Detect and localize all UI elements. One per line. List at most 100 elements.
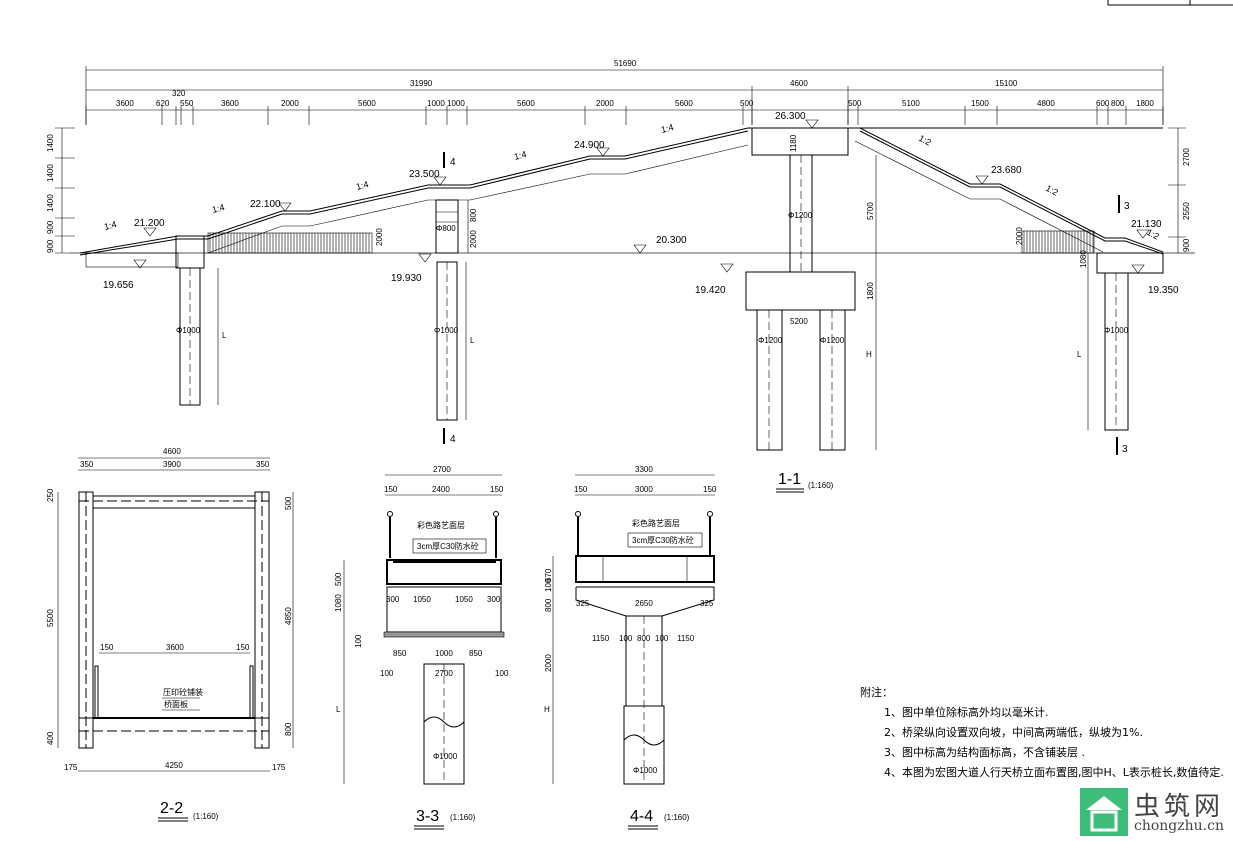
fence-height: 2000 — [1015, 227, 1024, 245]
elev-24900: 24.900 — [574, 140, 605, 151]
pile-dia-label: Φ1000 — [176, 326, 201, 335]
dim-seg: 3600 — [116, 99, 134, 108]
dim: 2000 — [544, 654, 553, 672]
elevation-triangle-icon — [418, 253, 432, 263]
label-deck: 桥面板 — [164, 699, 188, 709]
pier-dia-label: Φ1200 — [788, 211, 813, 220]
dim: 300 — [487, 595, 501, 604]
dim: 1150 — [677, 634, 695, 643]
dim: 850 — [469, 649, 483, 658]
elev-23680: 23.680 — [991, 165, 1022, 176]
pier-dia-label: Φ800 — [436, 224, 456, 233]
dim-seg: 620 — [156, 99, 170, 108]
dim-h: 900 — [1182, 238, 1191, 252]
dim: 800 — [544, 598, 553, 612]
dim-right: 15100 — [995, 79, 1018, 88]
dim: 4250 — [165, 761, 183, 770]
fence-bars — [209, 233, 370, 253]
pile-dia-label: Φ1000 — [434, 326, 459, 335]
label-layer: 3cm厚C30防水砼 — [417, 541, 479, 551]
slope-label: 1:4 — [103, 219, 118, 232]
left-stair-ramp — [79, 127, 1163, 268]
dim: 3000 — [635, 485, 653, 494]
note-item: 2、桥梁纵向设置双向坡，中间高两端低，纵坡为1%. — [884, 726, 1143, 739]
dim-w: 5200 — [790, 317, 808, 326]
watermark-logo: 虫筑网 chongzhu.cn — [1080, 788, 1230, 838]
dim-h: 1800 — [866, 282, 875, 300]
dim: 1050 — [455, 595, 473, 604]
dim: 500 — [334, 572, 343, 586]
house-icon — [1080, 788, 1128, 836]
dim-h: 800 — [469, 208, 478, 222]
elev-19420: 19.420 — [695, 285, 726, 296]
dim: 100 — [354, 634, 363, 648]
elevation-triangle-icon — [143, 227, 157, 237]
dim: 670 — [544, 568, 553, 582]
elevation-triangle-icon — [805, 119, 819, 129]
slope-label: 1:4 — [211, 202, 226, 215]
section-4-4: 3300 150 3000 150 彩色路艺面层 3cm厚C30防水砼 325 … — [544, 465, 717, 830]
dim-seg: 550 — [180, 99, 194, 108]
top-dimensions: 51690 31990 4600 15100 3600 620 320 550 … — [85, 59, 1164, 125]
dim-h: 1400 — [46, 134, 55, 152]
watermark-url: chongzhu.cn — [1134, 818, 1224, 834]
dim-h: 1400 — [46, 164, 55, 182]
elev-26300: 26.300 — [775, 111, 806, 122]
dim: 150 — [490, 485, 504, 494]
dim: 1080 — [334, 594, 343, 612]
view-title: 3-3 — [416, 808, 439, 825]
dim: 800 — [637, 634, 651, 643]
view-scale: (1:160) — [450, 813, 476, 822]
label-layer: 3cm厚C30防水砼 — [632, 535, 694, 545]
dim: 350 — [80, 460, 94, 469]
dim-seg: 5600 — [675, 99, 693, 108]
dim-seg: 3600 — [221, 99, 239, 108]
elevation-triangle-icon — [633, 244, 647, 254]
view-scale: (1:160) — [193, 812, 219, 821]
elev-23500: 23.500 — [409, 169, 440, 180]
dim: 2700 — [433, 465, 451, 474]
elev-22100: 22.100 — [250, 199, 281, 210]
note-item: 1、图中单位除标高外均以毫米计. — [884, 706, 1049, 719]
dim-seg: 5100 — [902, 99, 920, 108]
dim: 325 — [700, 599, 714, 608]
left-abutment: Φ1000 L — [175, 235, 227, 406]
dim-h: 2000 — [469, 230, 478, 248]
slope-label: 1:4 — [660, 122, 675, 135]
dim: 3900 — [163, 460, 181, 469]
dim: 400 — [46, 731, 55, 745]
elevation-triangle-icon — [433, 176, 447, 186]
dim: 325 — [576, 599, 590, 608]
pile-dia-label: Φ1000 — [433, 752, 458, 761]
dim-h: 2700 — [1182, 148, 1191, 166]
section-mark-3-bottom: 3 — [1122, 444, 1128, 455]
notes-heading: 附注： — [860, 686, 893, 699]
watermark-name: 虫筑网 — [1134, 792, 1225, 822]
pile-length-label: L — [336, 705, 341, 714]
slope-label: 1:4 — [513, 149, 528, 162]
dim: 150 — [703, 485, 717, 494]
label-surface: 彩色路艺面层 — [632, 518, 680, 528]
left-height-dims: 1400 1400 1400 900 900 — [46, 127, 75, 254]
fence-bars — [1023, 231, 1094, 253]
elev-21130: 21.130 — [1131, 219, 1162, 230]
dim: 1050 — [413, 595, 431, 604]
dim-h: 900 — [46, 239, 55, 253]
elevation-view: 51690 31990 4600 15100 3600 620 320 550 … — [46, 59, 1195, 493]
dim: 250 — [46, 488, 55, 502]
dim-seg: 800 — [1111, 99, 1125, 108]
pile-length-label: H — [866, 350, 872, 359]
dim-seg: 1000 — [427, 99, 445, 108]
railing-fence-left — [207, 232, 373, 254]
dim-seg: 320 — [172, 89, 186, 98]
dim: 4600 — [163, 447, 181, 456]
elev-20300: 20.300 — [656, 235, 687, 246]
dim-seg: 1000 — [447, 99, 465, 108]
dim-h: 2550 — [1182, 202, 1191, 220]
pile-dia-label: Φ1000 — [1104, 326, 1129, 335]
dim-seg: 500 — [740, 99, 754, 108]
dim-seg: 5600 — [517, 99, 535, 108]
title-block-fragment — [1107, 0, 1233, 6]
dim-h: 1080 — [1079, 250, 1088, 268]
dim: 3300 — [635, 465, 653, 474]
